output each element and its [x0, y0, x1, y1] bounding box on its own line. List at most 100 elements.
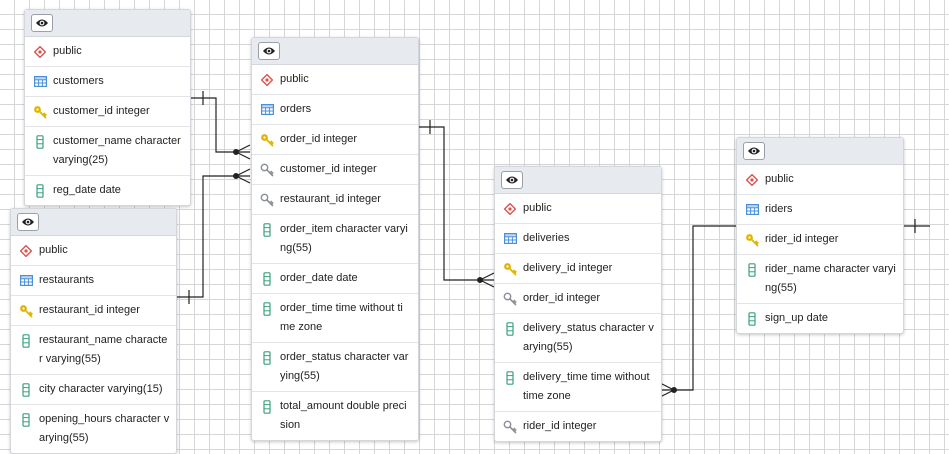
eye-icon[interactable] [31, 14, 53, 32]
column-row-label: customer_name character varying(25) [53, 135, 181, 166]
schema-row[interactable]: public [11, 236, 176, 266]
column-icon [33, 181, 47, 200]
column-row[interactable]: order_date date [252, 264, 418, 294]
column-row-label: restaurant_id integer [39, 304, 140, 316]
eye-icon[interactable] [17, 213, 39, 231]
column-row[interactable]: rider_id integer [495, 412, 661, 441]
column-row[interactable]: rider_name character varying(55) [737, 255, 903, 304]
schema-row[interactable]: public [495, 194, 661, 224]
column-row-label: rider_id integer [765, 233, 839, 245]
table-icon [19, 271, 33, 290]
table-name-row-label: restaurants [39, 274, 95, 286]
column-row[interactable]: delivery_id integer [495, 254, 661, 284]
column-row-label: restaurant_name character varying(55) [39, 334, 168, 365]
primary-key-icon [503, 259, 517, 278]
column-row[interactable]: sign_up date [737, 304, 903, 333]
column-icon [260, 269, 274, 288]
primary-key-icon [33, 102, 47, 121]
schema-row-label: public [280, 73, 309, 85]
column-row[interactable]: order_status character varying(55) [252, 343, 418, 392]
column-row[interactable]: customer_id integer [25, 97, 190, 127]
column-row-label: rider_name character varying(55) [765, 263, 896, 294]
schema-row[interactable]: public [252, 65, 418, 95]
column-row[interactable]: customer_name character varying(25) [25, 127, 190, 176]
column-row-label: order_id integer [523, 292, 601, 304]
column-icon [503, 368, 517, 387]
table-name-row[interactable]: deliveries [495, 224, 661, 254]
column-row[interactable]: order_item character varying(55) [252, 215, 418, 264]
column-row-label: sign_up date [765, 312, 828, 324]
schema-row-label: public [765, 173, 794, 185]
column-row-label: restaurant_id integer [280, 193, 381, 205]
schema-row[interactable]: public [737, 165, 903, 195]
column-row[interactable]: delivery_time time without time zone [495, 363, 661, 412]
table-name-row[interactable]: riders [737, 195, 903, 225]
column-row[interactable]: rider_id integer [737, 225, 903, 255]
column-icon [19, 331, 33, 350]
primary-key-icon [745, 230, 759, 249]
table-name-row-label: riders [765, 203, 793, 215]
table-riders[interactable]: public riders rider_id integer rider_name c… [736, 137, 904, 334]
column-icon [745, 309, 759, 328]
column-row[interactable]: customer_id integer [252, 155, 418, 185]
column-row[interactable]: restaurant_name character varying(55) [11, 326, 176, 375]
table-name-row[interactable]: customers [25, 67, 190, 97]
foreign-key-icon [260, 190, 274, 209]
table-orders[interactable]: public orders order_id integer customer_id … [251, 37, 419, 441]
table-name-row-label: orders [280, 103, 312, 115]
foreign-key-icon [503, 289, 517, 308]
table-restaurants[interactable]: public restaurants restaurant_id integer re… [10, 208, 177, 454]
schema-icon [260, 70, 274, 89]
column-icon [19, 410, 33, 429]
column-icon [260, 397, 274, 416]
table-name-row[interactable]: orders [252, 95, 418, 125]
table-name-row[interactable]: restaurants [11, 266, 176, 296]
column-row-label: city character varying(15) [39, 383, 163, 395]
column-row[interactable]: reg_date date [25, 176, 190, 205]
column-row-label: rider_id integer [523, 420, 597, 432]
eye-icon[interactable] [501, 171, 523, 189]
column-icon [33, 132, 47, 151]
schema-icon [745, 170, 759, 189]
schema-row[interactable]: public [25, 37, 190, 67]
table-icon [260, 100, 274, 119]
table-header [737, 138, 903, 165]
column-row-label: order_item character varying(55) [280, 223, 408, 254]
column-row-label: total_amount double precision [280, 400, 407, 431]
column-row-label: delivery_time time without time zone [523, 371, 650, 402]
column-row[interactable]: total_amount double precision [252, 392, 418, 440]
column-row-label: delivery_status character varying(55) [523, 322, 654, 353]
column-row[interactable]: order_time time without time zone [252, 294, 418, 343]
column-row-label: customer_id integer [280, 163, 377, 175]
schema-icon [503, 199, 517, 218]
column-row[interactable]: order_id integer [495, 284, 661, 314]
table-icon [33, 72, 47, 91]
table-header [25, 10, 190, 37]
eye-icon[interactable] [258, 42, 280, 60]
schema-row-label: public [523, 202, 552, 214]
table-icon [503, 229, 517, 248]
column-row[interactable]: restaurant_id integer [252, 185, 418, 215]
column-row-label: customer_id integer [53, 105, 150, 117]
foreign-key-icon [503, 417, 517, 436]
column-row[interactable]: order_id integer [252, 125, 418, 155]
table-deliveries[interactable]: public deliveries delivery_id integer order… [494, 166, 662, 442]
column-row-label: opening_hours character varying(55) [39, 413, 170, 444]
eye-icon[interactable] [743, 142, 765, 160]
foreign-key-icon [260, 160, 274, 179]
table-header [495, 167, 661, 194]
column-icon [260, 348, 274, 367]
column-row[interactable]: delivery_status character varying(55) [495, 314, 661, 363]
schema-icon [33, 42, 47, 61]
relationship-customers-orders[interactable] [189, 91, 251, 160]
table-name-row-label: deliveries [523, 232, 570, 244]
column-row-label: delivery_id integer [523, 262, 613, 274]
column-row[interactable]: city character varying(15) [11, 375, 176, 405]
column-row[interactable]: opening_hours character varying(55) [11, 405, 176, 453]
schema-row-label: public [39, 244, 68, 256]
relationship-orders-deliveries[interactable] [417, 120, 495, 288]
primary-key-icon [260, 130, 274, 149]
column-row[interactable]: restaurant_id integer [11, 296, 176, 326]
column-icon [260, 220, 274, 239]
